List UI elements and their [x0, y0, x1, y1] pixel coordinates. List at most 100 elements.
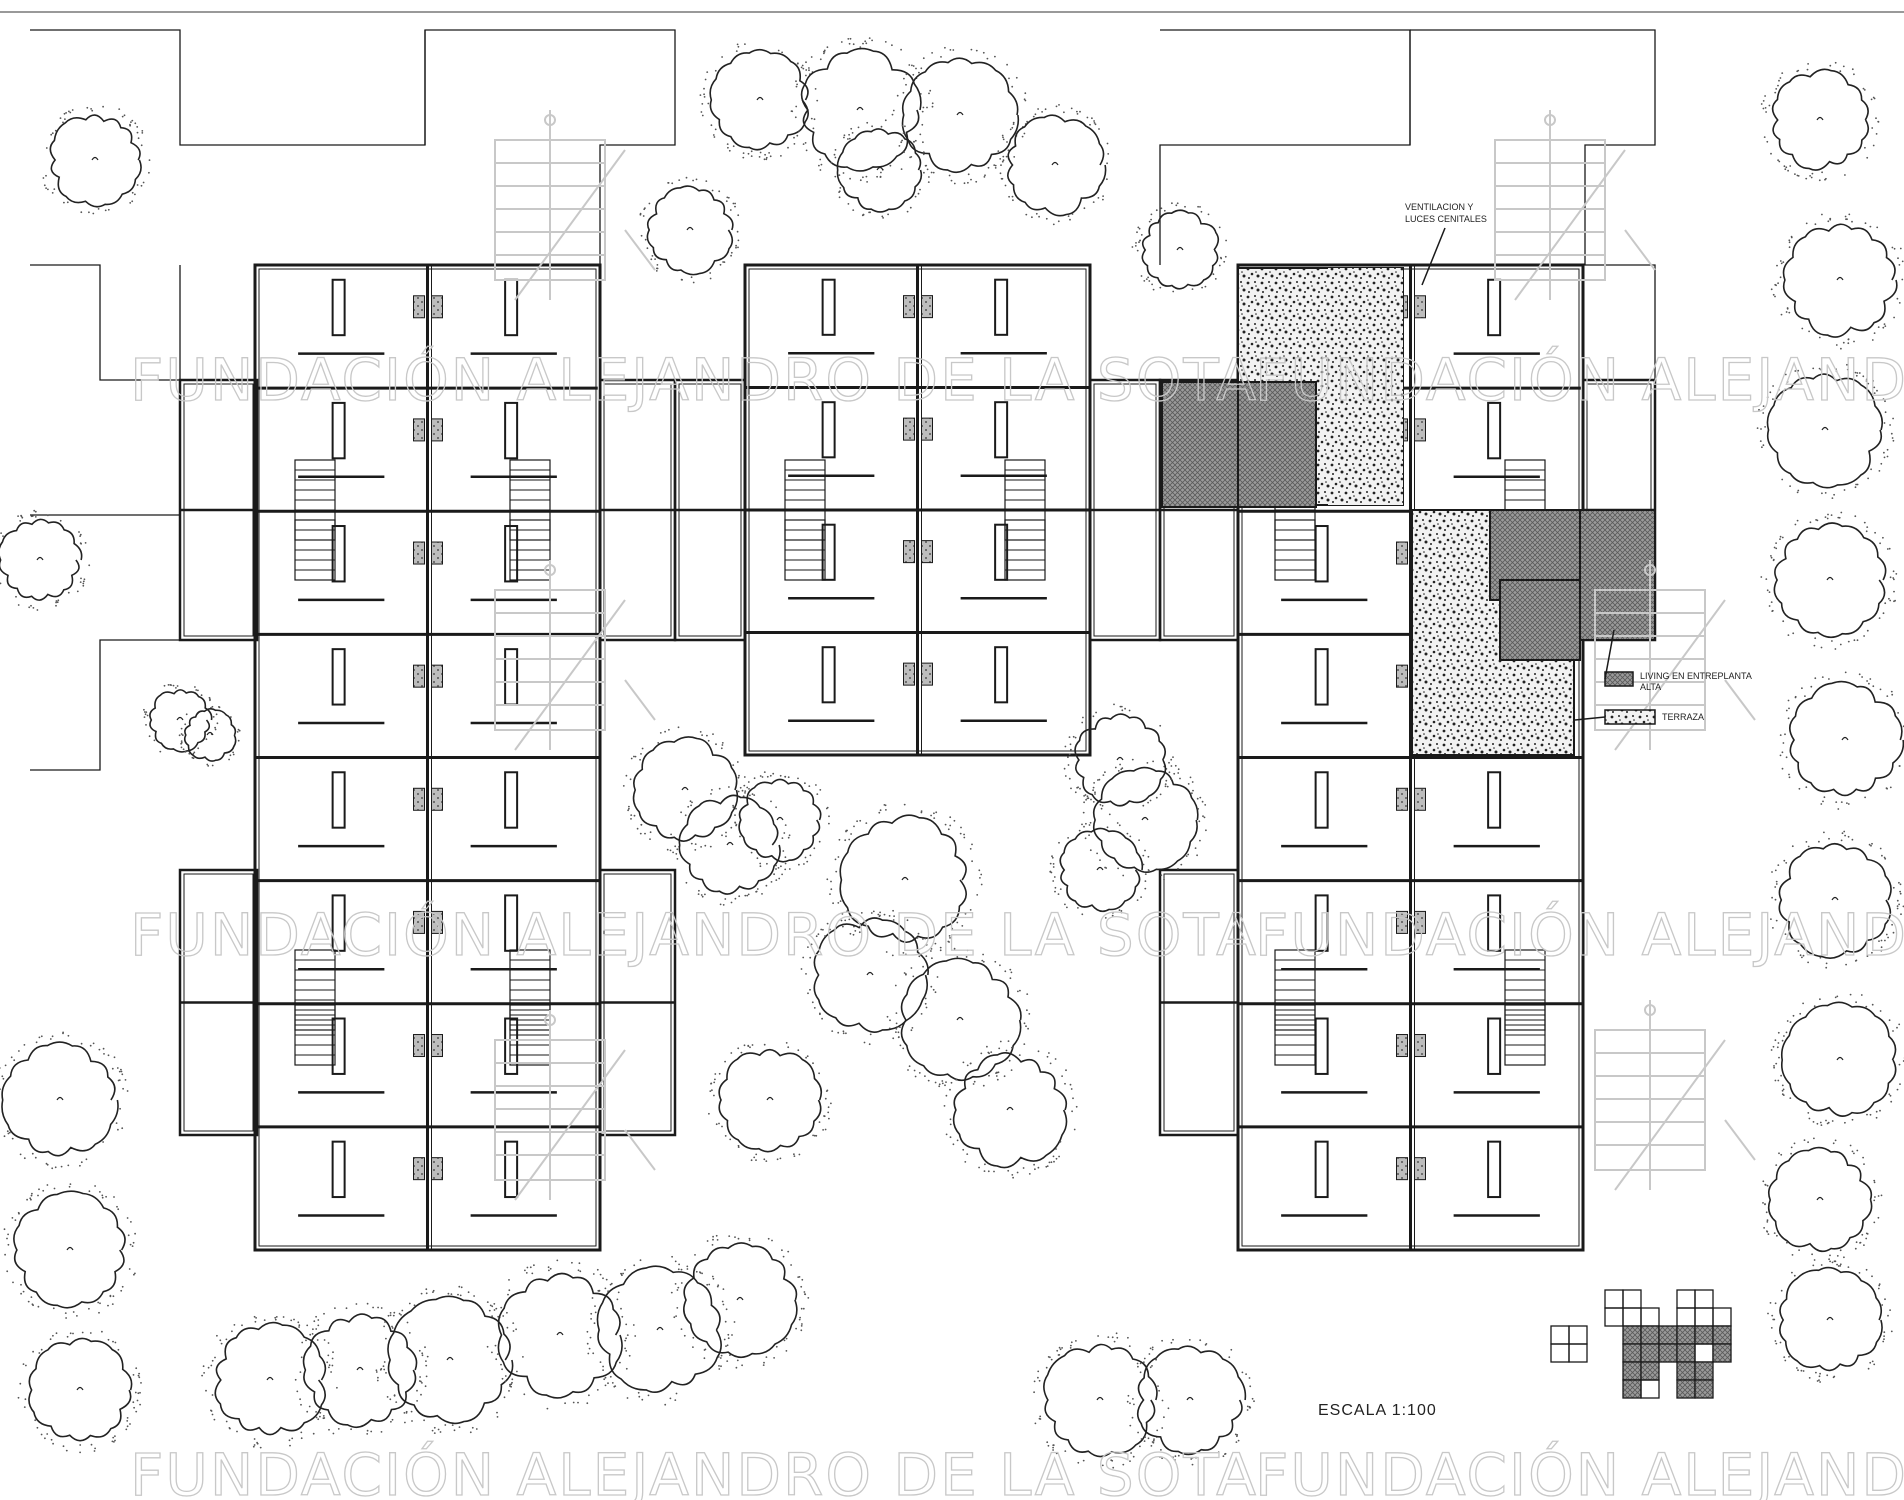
- housing-block: [253, 263, 602, 1252]
- tree: [143, 684, 219, 755]
- tree: [730, 771, 830, 871]
- stair: [294, 949, 336, 1031]
- key-plan-cell: [1622, 1379, 1642, 1399]
- side-wing: [1158, 868, 1240, 1137]
- tree: [1770, 993, 1904, 1126]
- key-plan-cell: [1622, 1325, 1642, 1345]
- tree: [622, 726, 746, 851]
- tree: [670, 1234, 810, 1369]
- watermark-text-1: FUNDACIÓN ALEJANDRO DE LA SOTA: [130, 345, 1258, 414]
- watermark-text-2: FUNDACIÓN ALEJANDRO DE LA SOTA: [1255, 345, 1904, 414]
- tree: [0, 509, 91, 611]
- key-plan-cell: [1676, 1325, 1696, 1345]
- side-wing: [1158, 378, 1240, 642]
- key-plan-cell: [1676, 1343, 1696, 1363]
- key-plan-cell: [1622, 1289, 1642, 1309]
- watermark-text: FUNDACIÓN ALEJANDRO DE LA SOTA FUNDACIÓN…: [129, 344, 1904, 1500]
- tree: [1760, 61, 1880, 182]
- tree: [1049, 822, 1151, 919]
- stair: [294, 1004, 336, 1066]
- tree: [42, 105, 151, 215]
- key-plan-cell: [1550, 1325, 1570, 1345]
- tree: [1033, 1332, 1170, 1469]
- tree: [3, 1183, 137, 1319]
- side-wing: [178, 868, 259, 1137]
- site-plot-lines: [30, 29, 1656, 771]
- stair: [784, 459, 826, 541]
- key-plan-cell: [1676, 1289, 1696, 1309]
- key-plan-cell: [1550, 1343, 1570, 1363]
- key-plan-cell: [1694, 1343, 1714, 1363]
- legend-living-line-2: ALTA: [1640, 682, 1661, 692]
- key-plan-cell: [1658, 1343, 1678, 1363]
- tree: [1762, 1137, 1883, 1263]
- tree: [1756, 363, 1895, 499]
- stair: [784, 519, 826, 581]
- key-plan-cell: [1694, 1307, 1714, 1327]
- stair: [509, 1004, 551, 1066]
- key-plan-cell: [1694, 1325, 1714, 1345]
- tree: [1779, 671, 1904, 810]
- key-plan-cell: [1712, 1307, 1732, 1327]
- key-plan-cell: [1568, 1325, 1588, 1345]
- highlighted-dwelling: [1161, 267, 1656, 756]
- tree: [375, 1285, 524, 1434]
- key-plan-cell: [1622, 1307, 1642, 1327]
- watermark-text-6: FUNDACIÓN ALEJANDRO DE LA SOTA: [1255, 1440, 1904, 1500]
- tree: [201, 1315, 338, 1449]
- stair: [1004, 459, 1046, 541]
- key-plan-cell: [1640, 1379, 1660, 1399]
- tree: [639, 176, 740, 284]
- watermark-sketch-figure: [1594, 1000, 1756, 1191]
- tree: [1126, 1338, 1255, 1466]
- tree: [1082, 758, 1207, 881]
- side-wing: [598, 378, 677, 642]
- key-plan-cell: [1640, 1325, 1660, 1345]
- watermark-text-3: FUNDACIÓN ALEJANDRO DE LA SOTA: [130, 900, 1258, 969]
- watermark-text-5: FUNDACIÓN ALEJANDRO DE LA SOTA: [130, 1440, 1258, 1500]
- key-plan-cell: [1676, 1379, 1696, 1399]
- key-plan-cell: [1658, 1325, 1678, 1345]
- watermark-text-4: FUNDACIÓN ALEJANDRO DE LA SOTA: [1255, 900, 1904, 969]
- tree: [1063, 703, 1177, 816]
- stair: [1504, 949, 1546, 1031]
- ventilation-label-line-1: VENTILACION Y: [1405, 202, 1473, 212]
- key-plan-cell: [1622, 1343, 1642, 1363]
- tree: [1131, 202, 1227, 293]
- tree: [669, 786, 791, 906]
- tree: [790, 37, 934, 183]
- tree: [886, 947, 1031, 1091]
- tree: [1770, 213, 1904, 350]
- tree: [708, 1042, 832, 1162]
- stair: [1504, 1004, 1546, 1066]
- side-wing: [673, 378, 747, 642]
- key-plan-cell: [1712, 1325, 1732, 1345]
- watermark-sketch-figure: [494, 110, 656, 301]
- tree: [17, 1330, 142, 1454]
- tree: [699, 43, 819, 161]
- key-plan-cell: [1622, 1361, 1642, 1381]
- side-wing: [598, 868, 677, 1137]
- key-plan-cell: [1640, 1307, 1660, 1327]
- housing-blocks: [178, 263, 1657, 1252]
- key-plan-cell: [1712, 1343, 1732, 1363]
- tree: [830, 119, 930, 219]
- tree: [994, 104, 1110, 226]
- tree: [486, 1259, 637, 1410]
- legend-living-swatch: [1604, 671, 1634, 687]
- key-plan-cell: [1694, 1379, 1714, 1399]
- stair: [1274, 949, 1316, 1031]
- side-wing: [178, 378, 259, 642]
- tree: [1760, 511, 1898, 650]
- tree: [891, 46, 1028, 185]
- key-plan: [1550, 1289, 1732, 1399]
- tree: [586, 1255, 736, 1406]
- key-plan-cell: [1604, 1307, 1624, 1327]
- tree: [1770, 830, 1904, 969]
- key-plan-cell: [1694, 1289, 1714, 1309]
- stair: [1274, 1004, 1316, 1066]
- legend-terrace-label: TERRAZA: [1662, 712, 1704, 722]
- watermark-sketch: [494, 110, 1756, 1201]
- tree: [826, 803, 983, 958]
